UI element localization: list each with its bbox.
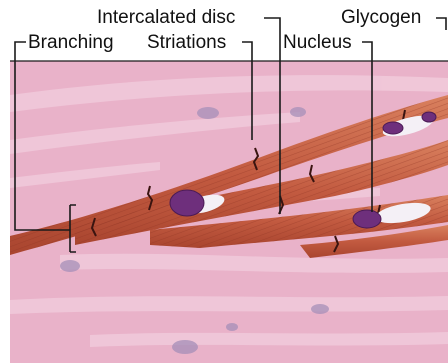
nucleus-3 <box>383 122 403 134</box>
histology-micrograph <box>10 61 448 363</box>
label-branching: Branching <box>28 33 114 53</box>
nucleus-1 <box>170 190 204 216</box>
label-glycogen: Glycogen <box>341 8 421 28</box>
glycogen-leader <box>436 18 446 30</box>
label-striations: Striations <box>147 33 226 53</box>
label-nucleus: Nucleus <box>283 33 352 53</box>
nucleus-2 <box>353 210 381 228</box>
label-intercalated-disc: Intercalated disc <box>97 8 235 28</box>
nucleus-4 <box>422 112 436 122</box>
